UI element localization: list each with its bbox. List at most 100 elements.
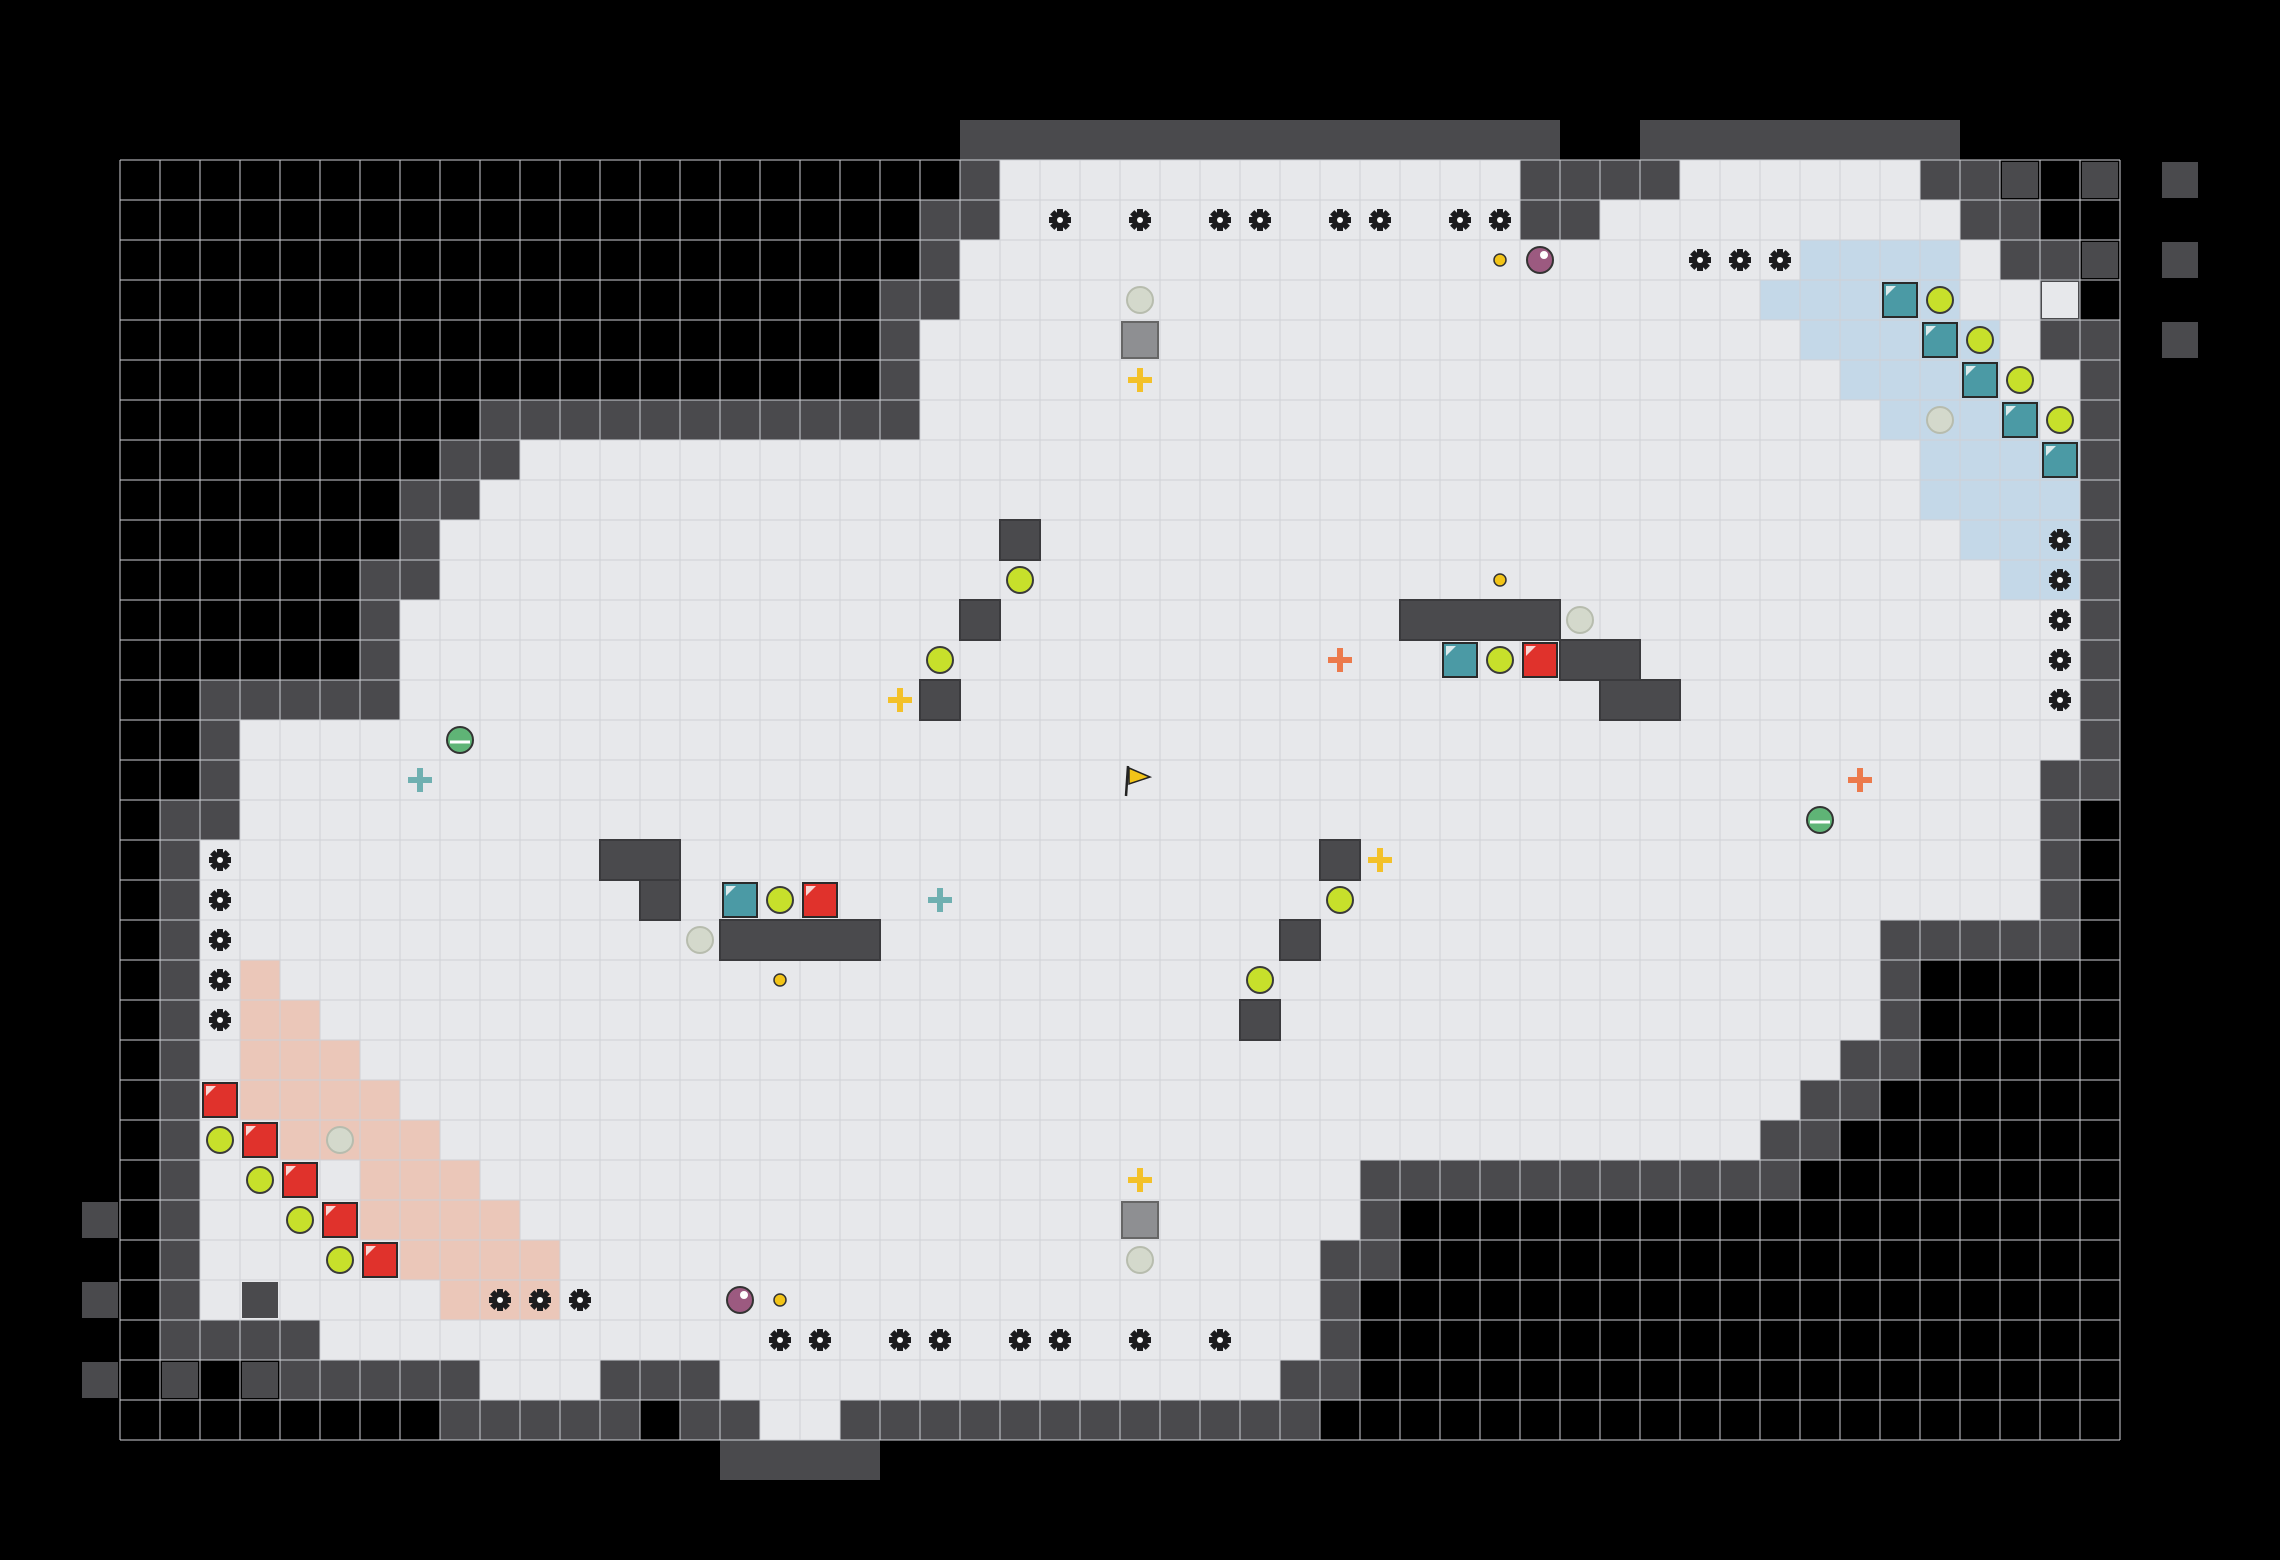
gear-tooth <box>1777 249 1783 255</box>
plus-arrows-icon <box>1848 768 1872 792</box>
floor-row <box>200 1120 1760 1160</box>
potion-shine <box>740 1291 748 1299</box>
plus-bar-v <box>897 688 903 712</box>
gear-tooth <box>1697 265 1703 271</box>
green-orb-icon <box>1006 566 1034 594</box>
gear-tooth <box>777 1329 783 1335</box>
shell-icon <box>1806 806 1834 834</box>
gear-hole <box>1697 257 1703 263</box>
floor-row <box>480 1360 600 1400</box>
item-layer <box>82 162 2198 1398</box>
gear-icon <box>929 1329 951 1351</box>
gear-tooth <box>1377 225 1383 231</box>
potion-icon <box>726 1286 754 1314</box>
corner-square <box>162 1282 198 1318</box>
gear-tooth <box>577 1305 583 1311</box>
gear-hole <box>1017 1337 1023 1343</box>
gear-icon <box>2049 689 2071 711</box>
potion-shine <box>1540 251 1548 259</box>
gear-tooth <box>1137 209 1143 215</box>
gear-tooth <box>2057 705 2063 711</box>
wall-block <box>639 879 681 921</box>
gear-tooth <box>777 1345 783 1351</box>
gear-tooth <box>1697 249 1703 255</box>
wall-block <box>1399 599 1561 641</box>
gear-icon <box>529 1289 551 1311</box>
green-orb-icon <box>206 1126 234 1154</box>
gear-icon <box>1729 249 1751 271</box>
gear-icon <box>1129 1329 1151 1351</box>
gear-tooth <box>217 1025 223 1031</box>
gear-hole <box>497 1297 503 1303</box>
plus-bar-v <box>1857 768 1863 792</box>
red-block-icon-shine <box>366 1246 376 1256</box>
corner-square <box>2162 242 2198 278</box>
corner-square <box>162 1202 198 1238</box>
floor-row <box>1600 200 1960 240</box>
corner-square-light <box>202 1242 238 1278</box>
gear-hole <box>1137 217 1143 223</box>
gear-hole <box>2057 697 2063 703</box>
gear-hole <box>537 1297 543 1303</box>
corner-square <box>2082 162 2118 198</box>
shell-icon <box>446 726 474 754</box>
gear-icon <box>809 1329 831 1351</box>
plus-arrows-icon <box>1328 648 1352 672</box>
gear-tooth <box>1057 225 1063 231</box>
plus-arrows-icon <box>1368 848 1392 872</box>
gear-icon <box>1449 209 1471 231</box>
grey-orb-icon <box>1126 286 1154 314</box>
plus-arrows-icon <box>1128 1168 1152 1192</box>
gear-hole <box>1137 1337 1143 1343</box>
grey-orb-icon <box>1126 1246 1154 1274</box>
gear-hole <box>817 1337 823 1343</box>
gear-icon <box>1769 249 1791 271</box>
gear-tooth <box>217 1009 223 1015</box>
wall-block <box>1319 839 1361 881</box>
coin-icon <box>1493 573 1507 587</box>
corner-square <box>162 1362 198 1398</box>
gear-tooth <box>1217 1345 1223 1351</box>
gear-tooth <box>217 969 223 975</box>
green-orb-icon <box>766 886 794 914</box>
gear-hole <box>1737 257 1743 263</box>
teal-block-icon-shine <box>2006 406 2016 416</box>
gear-tooth <box>2057 585 2063 591</box>
plus-arrows-icon <box>1128 368 1152 392</box>
flag-pole <box>1124 765 1130 797</box>
grate-icon <box>1121 321 1159 359</box>
gear-icon <box>1209 1329 1231 1351</box>
gear-icon <box>2049 649 2071 671</box>
gear-hole <box>1497 217 1503 223</box>
gear-tooth <box>1137 1329 1143 1335</box>
gear-icon <box>889 1329 911 1351</box>
grey-orb-icon <box>686 926 714 954</box>
coin-icon <box>773 973 787 987</box>
gear-icon <box>2049 609 2071 631</box>
gear-tooth <box>1017 1345 1023 1351</box>
grey-orb-icon <box>1566 606 1594 634</box>
corner-square-light <box>2042 282 2078 318</box>
teal-block-icon-shine <box>1446 646 1456 656</box>
red-block-icon-shine <box>206 1086 216 1096</box>
grey-orb-icon <box>326 1126 354 1154</box>
gear-tooth <box>937 1345 943 1351</box>
teal-block-icon-shine <box>726 886 736 896</box>
teal-block-icon-shine <box>1886 286 1896 296</box>
coin-icon <box>773 1293 787 1307</box>
green-orb-icon <box>1486 646 1514 674</box>
green-orb-icon <box>926 646 954 674</box>
gear-tooth <box>937 1329 943 1335</box>
gear-tooth <box>217 865 223 871</box>
gear-icon <box>209 929 231 951</box>
gear-hole <box>1377 217 1383 223</box>
gear-icon <box>1049 1329 1071 1351</box>
gear-tooth <box>537 1305 543 1311</box>
red-block-icon-shine <box>806 886 816 896</box>
gear-hole <box>1777 257 1783 263</box>
floor-row <box>440 520 2080 560</box>
red-block-icon-shine <box>1526 646 1536 656</box>
corner-square <box>2002 162 2038 198</box>
gear-tooth <box>1497 225 1503 231</box>
gear-tooth <box>1337 209 1343 215</box>
